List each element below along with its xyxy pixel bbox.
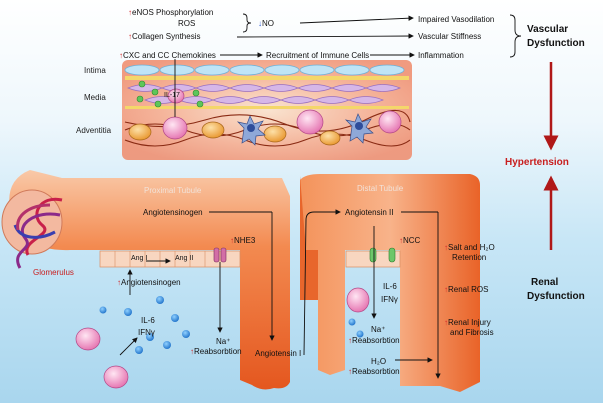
distal-tubule-label: Distal Tubule <box>357 184 404 193</box>
angiotensinogen-low-label: ↑Angiotensinogen <box>117 278 181 287</box>
il6-left-label: IL-6 <box>141 316 155 325</box>
ang-i-label: Ang I <box>131 255 148 262</box>
angiotensinogen-top-label: Angiotensinogen <box>143 208 203 217</box>
ang-ii-label: Ang II <box>175 255 194 262</box>
renal-title: Renal <box>531 277 559 288</box>
na-left-label: Na⁺ <box>216 337 231 346</box>
vascular-stiffness-label: Vascular Stiffness <box>418 32 482 41</box>
layer-media: Media <box>84 93 106 102</box>
ncc-label: ↑NCC <box>399 236 421 245</box>
inflammation-label: Inflammation <box>418 51 464 60</box>
renal-ros-label: ↑Renal ROS <box>444 285 489 294</box>
il6-right-label: IL-6 <box>383 282 397 291</box>
vascular-title: Vascular <box>527 24 569 35</box>
reab-left-label: ↑Reabsorbtion <box>190 347 242 356</box>
layer-adventitia: Adventitia <box>76 126 112 135</box>
salt-retention-label: ↑Salt and H₂O <box>444 243 495 252</box>
il17-label: IL-17 <box>164 92 180 99</box>
hypertension-label: Hypertension <box>505 157 569 168</box>
na-right-label: Na⁺ <box>371 325 386 334</box>
renal-title-2: Dysfunction <box>527 291 585 302</box>
layer-intima: Intima <box>84 66 106 75</box>
angiotensin-i-label: Angiotensin I <box>255 349 302 358</box>
proximal-tubule-label: Proximal Tubule <box>144 186 202 195</box>
ifng-left-label: IFNγ <box>138 328 155 337</box>
chemokines-label: ↑CXC and CC Chemokines <box>119 51 216 60</box>
h2o-label: H₂O <box>371 357 387 366</box>
reab-right-label: ↑Reabsorbtion <box>348 336 400 345</box>
enos-label: ↑eNOS Phosphorylation <box>128 8 214 17</box>
vessel-wall <box>122 60 412 160</box>
vascular-title-2: Dysfunction <box>527 38 585 49</box>
angiotensin-ii-top-label: Angiotensin II <box>345 208 394 217</box>
kidney-arrows <box>119 209 441 379</box>
collagen-label: ↑Collagen Synthesis <box>128 32 201 41</box>
reab-h2o-label: ↑Reabsorbtion <box>348 367 400 376</box>
recruitment-label: Recruitment of Immune Cells <box>266 51 370 60</box>
salt-retention-label-2: Retention <box>452 253 487 262</box>
ifng-right-label: IFNγ <box>381 295 398 304</box>
impaired-vasodilation-label: Impaired Vasodilation <box>418 15 495 24</box>
glomerulus-label: Glomerulus <box>33 268 74 277</box>
renal-injury-label: ↑Renal Injury <box>444 318 491 327</box>
renal-injury-label-2: and Fibrosis <box>450 328 494 337</box>
ros-label: ROS <box>178 19 196 28</box>
no-label: ↓NO <box>258 19 274 28</box>
nhe3-label: ↑NHE3 <box>230 236 256 245</box>
